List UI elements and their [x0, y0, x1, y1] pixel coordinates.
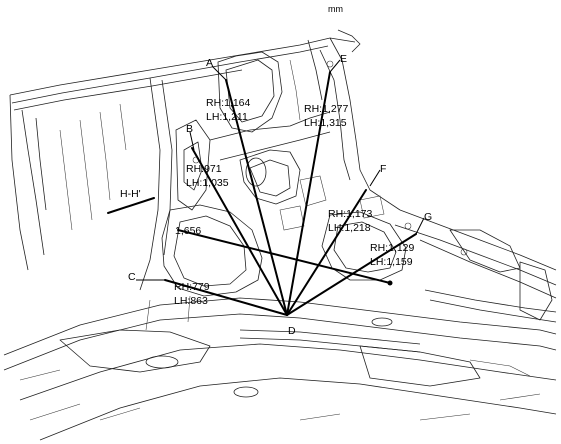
unit-label: mm [328, 4, 343, 14]
measure-line-a-d [225, 79, 288, 316]
dim-f-rh: RH:1,173 [328, 208, 373, 220]
measure-line-b-d [191, 147, 288, 316]
dim-a-rh: RH:1,164 [206, 97, 251, 109]
leader-lines [136, 59, 425, 281]
point-label-g: G [424, 211, 432, 223]
section-line-h [107, 197, 155, 214]
measure-line-e-d [286, 71, 331, 316]
dim-e-rh: RH:1,277 [304, 103, 349, 115]
point-label-a: A [206, 57, 213, 69]
dim-b-rh: RH:971 [186, 163, 222, 175]
point-h-end-marker [387, 280, 393, 286]
dim-c-lh: LH:863 [174, 295, 208, 307]
dim-a-lh: LH:1,211 [206, 111, 248, 123]
measure-line-c-d [164, 279, 288, 316]
measure-line-f-d [286, 189, 367, 316]
point-label-b: B [186, 123, 193, 135]
measurement-lines [107, 71, 417, 316]
point-label-f: F [380, 163, 386, 175]
measure-line-g-d [286, 233, 417, 316]
point-label-c: C [128, 271, 136, 283]
point-label-e: E [340, 53, 347, 65]
dim-h-value: 1,656 [175, 225, 201, 237]
dim-g-rh: RH:1,129 [370, 242, 415, 254]
dim-c-rh: RH:779 [174, 281, 210, 293]
vehicle-body-outline [3, 29, 557, 441]
section-label-h: H-H' [120, 188, 141, 200]
dim-g-lh: LH:1,159 [370, 256, 413, 268]
dim-b-lh: LH:1,035 [186, 177, 229, 189]
point-label-d: D [288, 325, 296, 337]
dim-e-lh: LH:1,315 [304, 117, 347, 129]
measure-line-h [177, 229, 391, 284]
dim-f-lh: LH:1,218 [328, 222, 371, 234]
